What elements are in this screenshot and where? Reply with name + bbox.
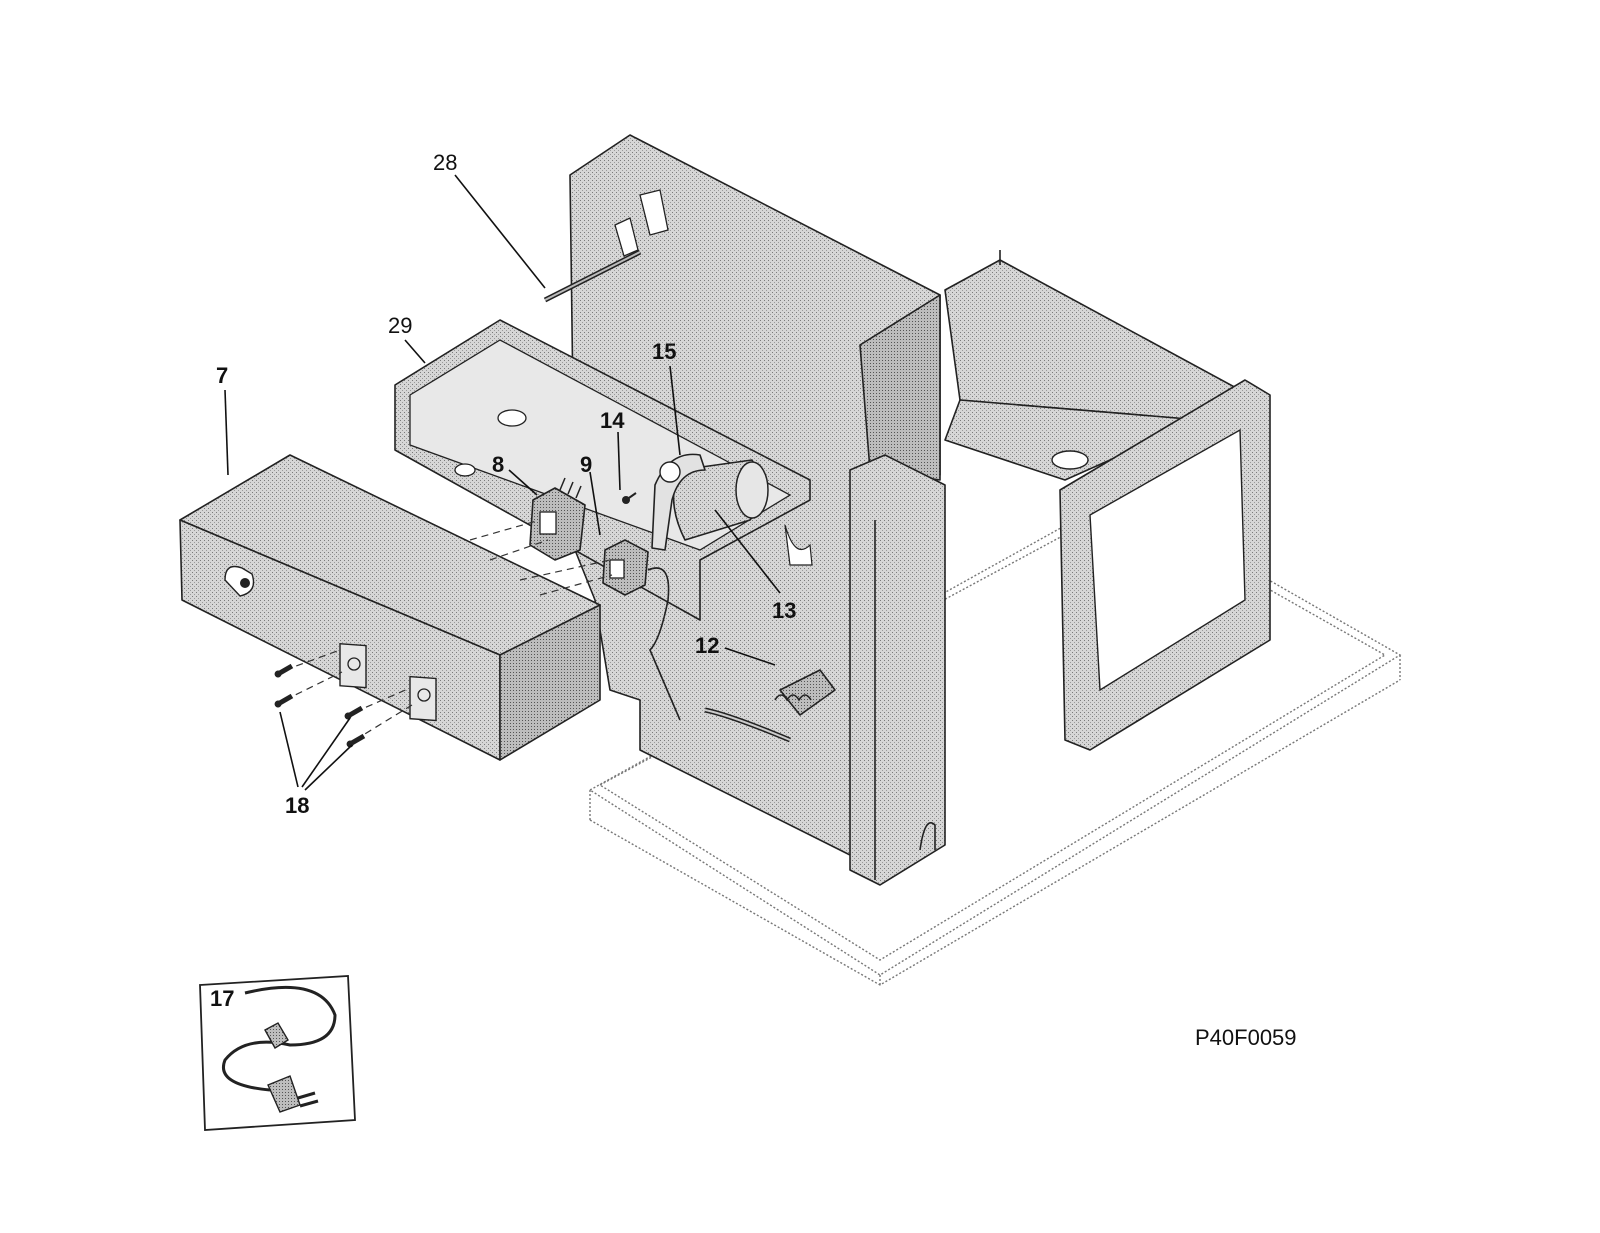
callout-29: 29 [388, 313, 412, 338]
part-15-bracket [651, 453, 706, 551]
part-28-rod [543, 249, 642, 303]
leader-lines [224, 174, 781, 791]
callout-28: 28 [433, 150, 457, 175]
part-13-motor [672, 459, 769, 541]
figure-id: P40F0059 [1195, 1025, 1297, 1050]
callout-8: 8 [492, 452, 504, 477]
callouts: 28 29 7 8 9 14 15 13 12 18 17 [210, 150, 796, 1011]
callout-15: 15 [652, 339, 676, 364]
part-18-screws [274, 663, 366, 748]
callout-17: 17 [210, 986, 234, 1011]
callout-14: 14 [600, 408, 625, 433]
part-14-screw [622, 492, 637, 504]
callout-12: 12 [695, 633, 719, 658]
callout-7: 7 [216, 363, 228, 388]
part-8-switch [529, 477, 586, 561]
callout-9: 9 [580, 452, 592, 477]
right-support-frame [944, 250, 1271, 751]
callout-18: 18 [285, 793, 309, 818]
assembly-dash-lines [284, 519, 613, 741]
part-9-thermostat [602, 539, 681, 721]
callout-13: 13 [772, 598, 796, 623]
part-17-power-cord-inset [199, 975, 356, 1131]
part-12-harness [704, 669, 836, 743]
part-7-control-cover [179, 454, 601, 761]
